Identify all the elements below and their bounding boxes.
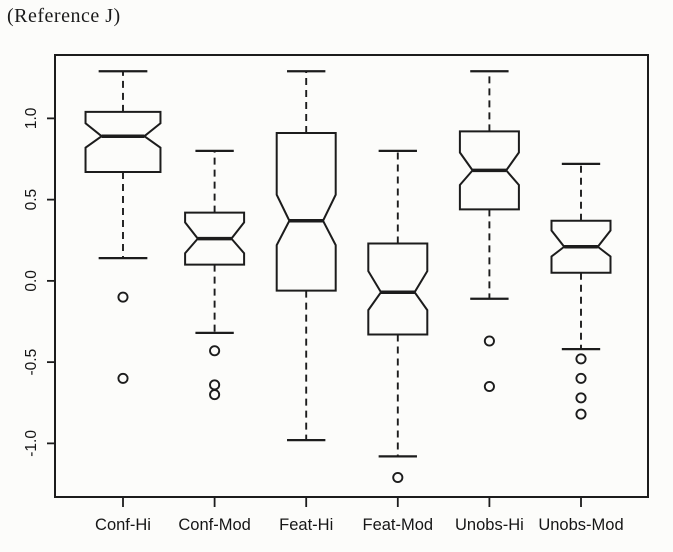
outlier-point [575,392,587,404]
box-unobs-mod [550,162,612,420]
outlier-point [575,372,587,384]
notched-box [275,132,337,292]
x-category-label: Feat-Mod [362,516,433,534]
outlier-point [117,372,129,384]
outlier-point [209,389,221,401]
x-category-label: Conf-Hi [95,516,151,534]
x-category-label: Feat-Hi [279,516,333,534]
x-category-label: Conf-Mod [178,516,250,534]
chart-title: (Reference J) [7,5,121,27]
box-conf-mod [184,149,246,401]
x-category-label: Unobs-Mod [538,516,623,534]
outlier-point [392,471,404,484]
outlier-point [575,353,587,365]
y-tick-label: -0.5 [23,349,40,376]
y-tick-label: 1.0 [23,107,40,129]
plot-frame [54,54,649,498]
outlier-point [575,408,587,420]
y-tick-label: 0.0 [23,270,40,292]
outlier-point [483,380,495,393]
box-conf-hi [84,70,162,384]
outlier-point [483,335,495,347]
outlier-point [117,291,129,303]
outlier-point [209,345,221,357]
notched-box [84,110,162,173]
box-unobs-hi [458,70,520,393]
y-tick-label: 0.5 [23,189,40,211]
x-category-label: Unobs-Hi [455,516,524,534]
outlier-point [209,379,221,391]
notched-box [367,242,429,336]
box-feat-mod [367,149,429,484]
box-feat-hi [275,70,337,442]
y-tick-label: -1.0 [23,430,40,457]
